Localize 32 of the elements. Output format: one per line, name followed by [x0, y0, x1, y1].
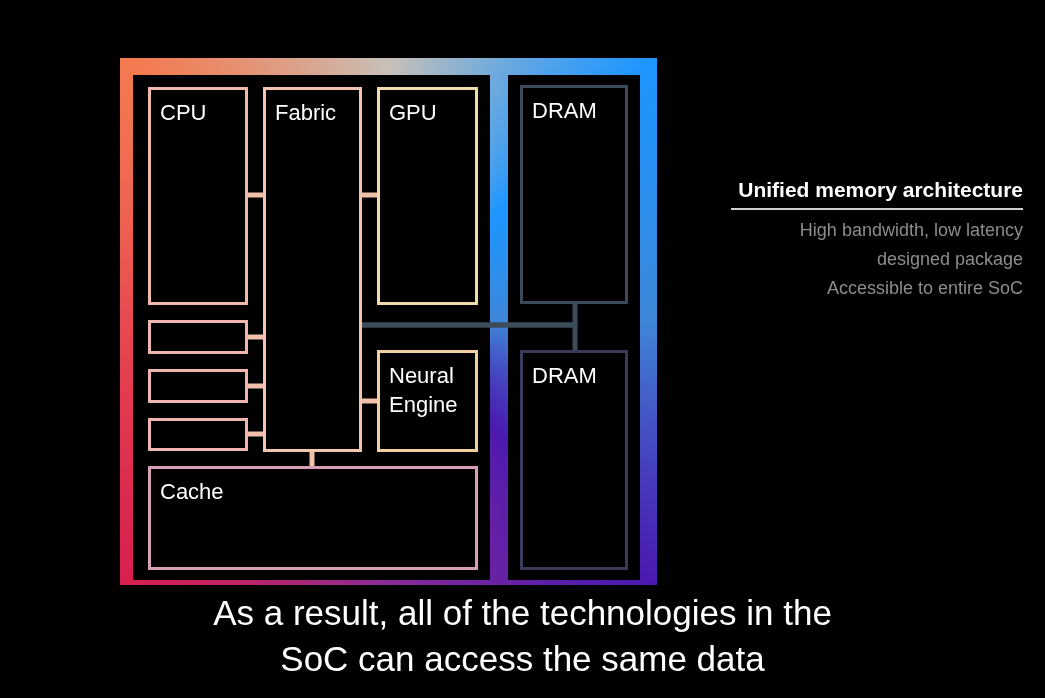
connector-line: [248, 383, 263, 389]
connector-line: [248, 192, 263, 198]
block-label: Neural Engine: [389, 362, 459, 419]
component-block: [377, 350, 478, 452]
feature-text: designed package: [876, 249, 1023, 270]
component-block: [148, 320, 248, 354]
connector-line: [248, 431, 263, 437]
feature-text: High bandwidth, low latency: [799, 220, 1023, 241]
connector-line: [362, 192, 377, 198]
component-block: [148, 87, 248, 305]
chip-package: [120, 58, 657, 585]
component-block: [148, 369, 248, 403]
block-label: CPU: [160, 99, 208, 127]
component-block: [263, 87, 362, 452]
memory-block: [520, 85, 628, 304]
connector-line: [362, 398, 377, 404]
memory-area: [508, 75, 640, 580]
soc-die: [133, 75, 490, 580]
component-block: [377, 87, 478, 305]
block-label: GPU: [389, 99, 438, 127]
block-label: DRAM: [532, 362, 598, 390]
component-block: [148, 466, 478, 570]
component-block: [148, 418, 248, 451]
feature-text: Accessible to entire SoC: [826, 278, 1023, 299]
heading: Unified memory architecture: [731, 178, 1023, 210]
connector-line: [309, 452, 315, 466]
connector-line: [248, 334, 263, 340]
block-label: Cache: [160, 478, 224, 506]
block-label: Fabric: [275, 99, 338, 127]
connector-line: [362, 322, 578, 350]
block-label: DRAM: [532, 97, 598, 125]
memory-block: [520, 350, 628, 570]
